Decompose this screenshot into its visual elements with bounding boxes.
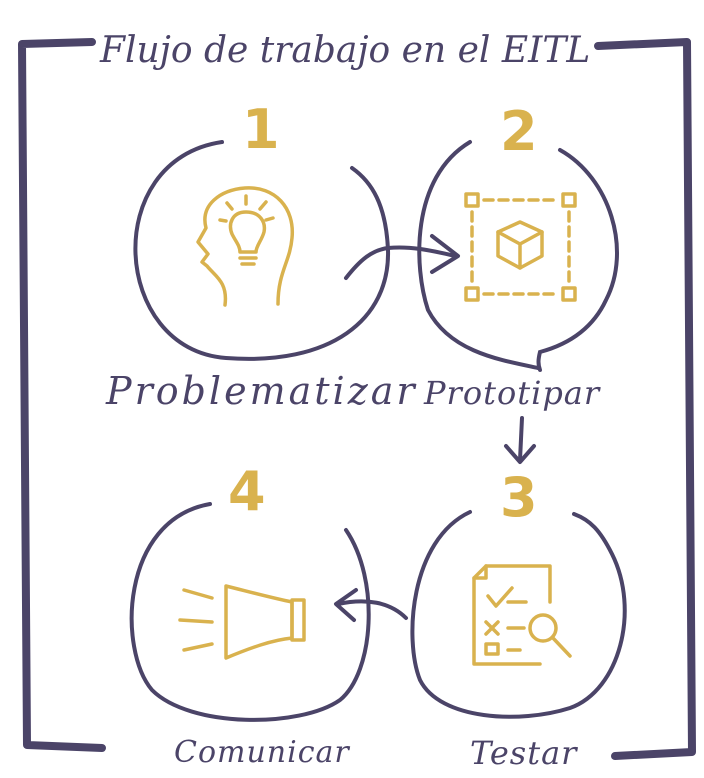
- arrow-step1-to-step2: [344, 234, 460, 280]
- step-1-number: 1: [242, 98, 280, 161]
- step-3-circle: [410, 510, 627, 719]
- arrow-step3-to-step4: [334, 588, 408, 622]
- step-3-number: 3: [500, 466, 538, 529]
- step-4-label: Comunicar: [174, 735, 350, 770]
- step-4-circle: [129, 502, 371, 722]
- checklist-magnifier-icon: [472, 564, 572, 666]
- step-1-label: Problematizar: [105, 369, 418, 413]
- megaphone-icon: [178, 584, 306, 660]
- frame-bracket: [18, 38, 696, 760]
- prototype-cube-icon: [464, 192, 577, 302]
- head-lightbulb-icon: [196, 186, 294, 307]
- step-2-circle: [417, 140, 619, 372]
- step-2-label: Prototipar: [423, 374, 601, 412]
- step-2-number: 2: [500, 100, 538, 163]
- step-3-label: Testar: [470, 734, 578, 772]
- step-4-number: 4: [228, 460, 266, 523]
- arrow-step2-to-step3: [504, 416, 536, 464]
- step-1-circle: [133, 140, 391, 361]
- diagram-title: Flujo de trabajo en el EITL: [99, 30, 590, 71]
